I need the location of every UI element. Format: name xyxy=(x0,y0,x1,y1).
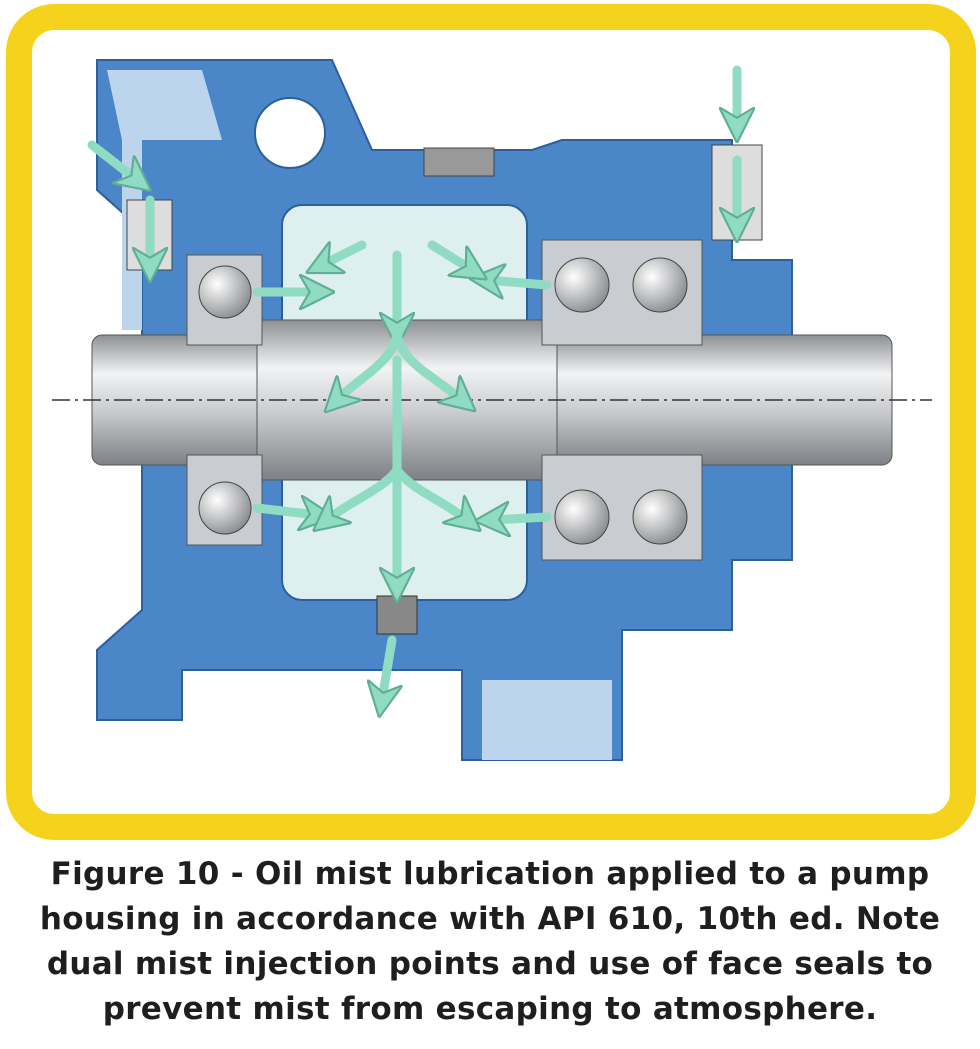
bearings xyxy=(186,239,703,561)
shaft xyxy=(52,319,932,481)
mist-flow-arrows xyxy=(87,65,737,700)
caption-line: Figure 10 - Oil mist lubrication applied… xyxy=(50,856,930,892)
top-vent-plug xyxy=(423,147,495,177)
caption-line: prevent mist from escaping to atmosphere… xyxy=(102,991,878,1027)
bottom-drain-plug xyxy=(376,595,418,635)
pump-housing-diagram xyxy=(52,59,932,761)
caption-line: dual mist injection points and use of fa… xyxy=(46,946,934,982)
caption-line: housing in accordance with API 610, 10th… xyxy=(39,901,941,937)
figure-caption: Figure 10 - Oil mist lubrication applied… xyxy=(0,852,980,1032)
